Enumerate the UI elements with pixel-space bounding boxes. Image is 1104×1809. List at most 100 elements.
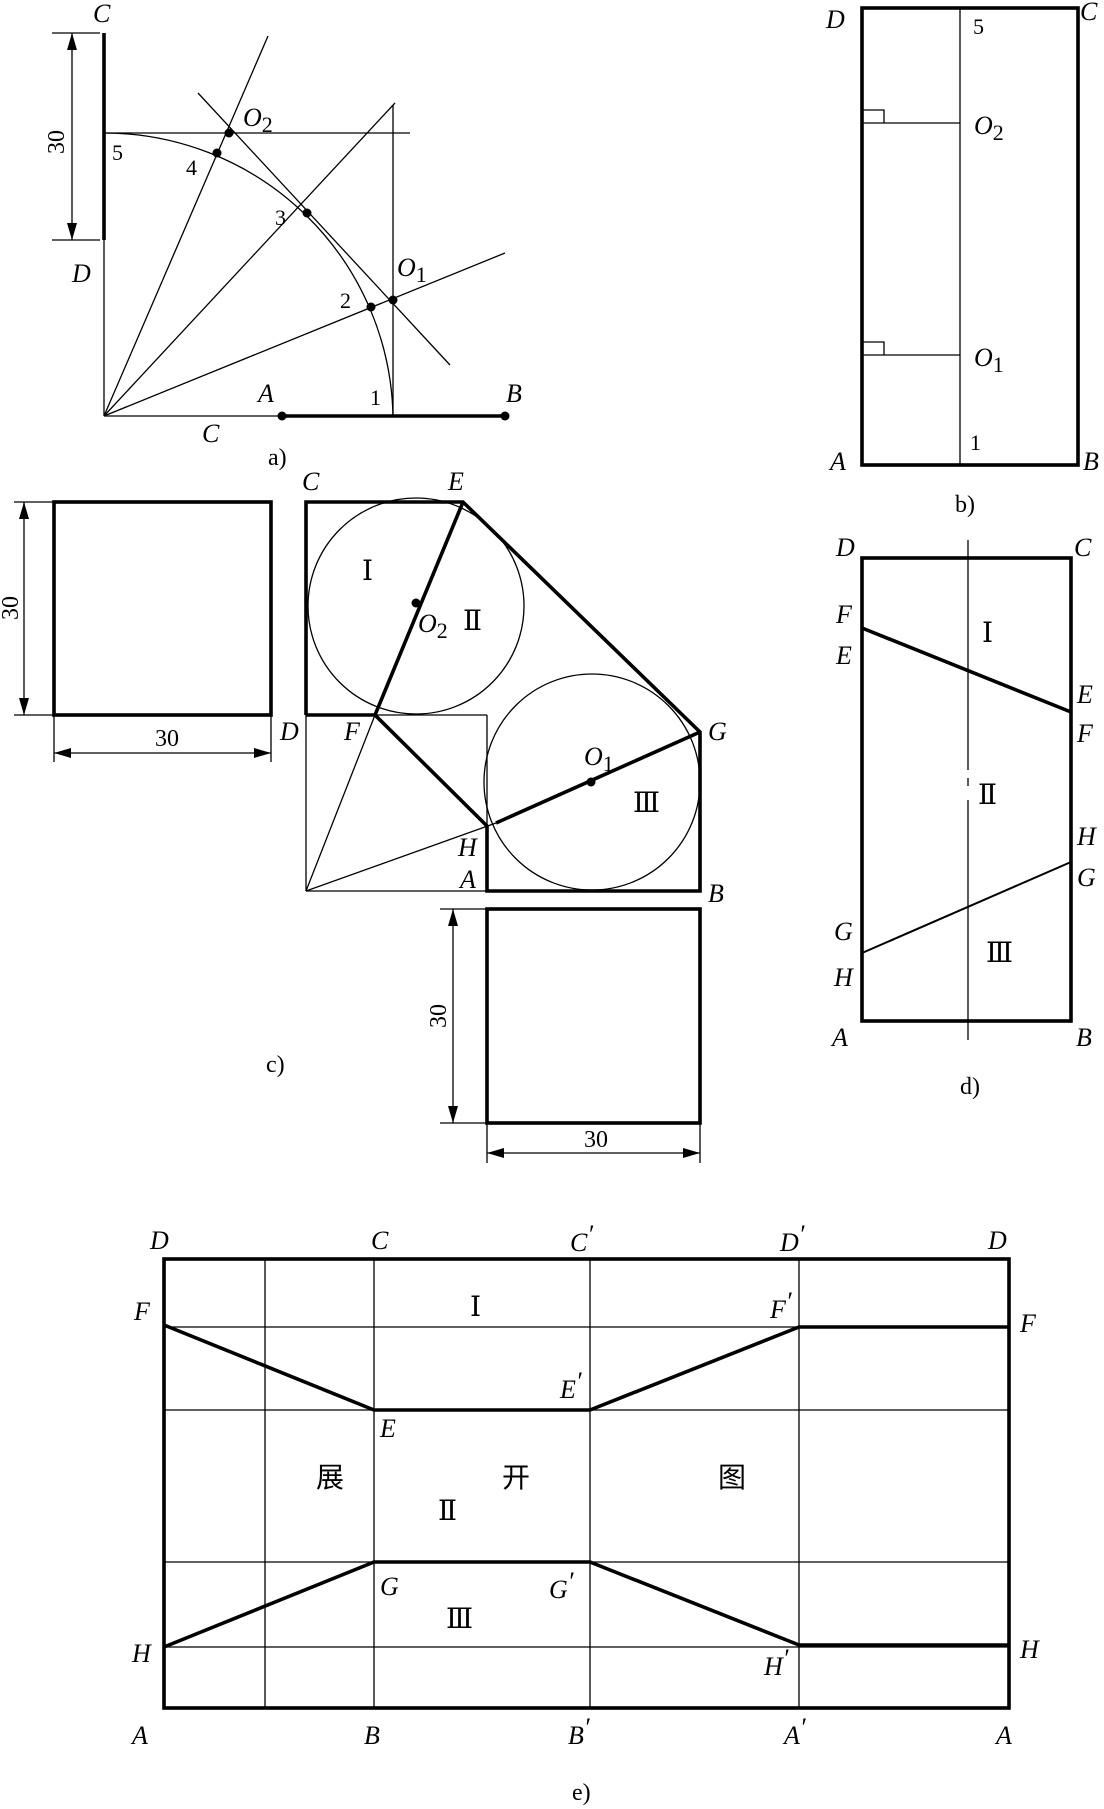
region-d-3: Ⅲ	[986, 938, 1013, 969]
label-c-c: C	[302, 467, 320, 496]
e-curve-top	[163, 1323, 1009, 1412]
label-d-d: D	[835, 533, 855, 562]
label-b-o1: O1	[974, 343, 1004, 377]
arrow-c-lv-bot	[19, 698, 29, 715]
label-o2: O2	[243, 103, 273, 137]
e-label-a2: A′	[782, 1713, 806, 1750]
label-d-e-left: E	[835, 641, 852, 670]
e-label-b1: B	[364, 1721, 380, 1750]
e-label-h-left: H	[131, 1639, 152, 1668]
e-label-g2: G′	[549, 1567, 574, 1604]
arrow-c-bh-l	[487, 1148, 504, 1158]
circle-o2	[307, 497, 525, 715]
e-curve-bottom	[163, 1560, 1009, 1649]
label-b-o2: O2	[974, 111, 1004, 145]
e-label-g: G	[380, 1572, 399, 1601]
label-b-5: 5	[973, 14, 984, 39]
label-c-top: C	[93, 0, 111, 28]
label-b-a: A	[828, 447, 846, 476]
arrow-c-lv-top	[19, 502, 29, 519]
e-text-zhan: 展	[316, 1461, 344, 1494]
label-c-d: D	[279, 717, 299, 746]
label-d-b: B	[1076, 1023, 1092, 1052]
arrow-c-lh-r	[254, 748, 271, 758]
e-region-2: Ⅱ	[438, 1496, 457, 1527]
dim-c-left-v-text: 30	[0, 596, 24, 620]
point-3	[302, 208, 312, 218]
region-c-2: Ⅱ	[463, 606, 482, 637]
point-b	[500, 411, 510, 421]
ray-o2	[103, 35, 269, 417]
line-ef	[373, 501, 465, 716]
arrow-c-bv-top	[448, 909, 458, 926]
ray-o1	[103, 252, 506, 417]
right-angle-o2	[862, 109, 885, 123]
label-c-a: A	[458, 865, 476, 894]
label-d-a: A	[830, 1023, 848, 1052]
label-c-f: F	[343, 717, 361, 746]
label-d-h-left: H	[833, 963, 854, 992]
ray-3	[103, 102, 396, 417]
label-b-d: D	[825, 5, 845, 34]
tangent-line	[197, 92, 451, 366]
e-label-f2: F′	[769, 1287, 792, 1324]
guide-ray-f	[305, 714, 376, 892]
label-a: A	[256, 379, 274, 408]
region-c-1: Ⅰ	[362, 556, 373, 587]
label-b: B	[506, 379, 522, 408]
label-c-o2: O2	[418, 609, 448, 643]
rect-b	[860, 6, 1080, 467]
dim-c-bottom-h-text: 30	[584, 1127, 608, 1153]
caption-c: c)	[266, 1052, 285, 1078]
line-d-gh-thick	[861, 861, 1072, 954]
panel-d: D C F E E F H G G H A B Ⅰ Ⅱ Ⅲ d)	[830, 533, 1097, 1100]
e-label-d1: D	[149, 1226, 169, 1255]
label-c-h: H	[457, 833, 478, 862]
dim-c-bottom-v-text: 30	[426, 1004, 452, 1028]
label-c-e: E	[447, 467, 464, 496]
arrow-down	[67, 223, 77, 240]
e-label-e2: E′	[559, 1367, 582, 1404]
label-d-f-right: F	[1076, 719, 1094, 748]
label-c-g: G	[708, 717, 727, 746]
e-region-1: Ⅰ	[470, 1292, 481, 1323]
label-b-b: B	[1083, 447, 1099, 476]
panel-a: 30 C D 5 4 3 2 1 O2 O1	[44, 0, 522, 471]
e-label-a1: A	[130, 1721, 148, 1750]
caption-b: b)	[955, 492, 975, 518]
right-angle-o1	[862, 341, 885, 355]
e-label-h2: H′	[763, 1644, 789, 1681]
panel-e: D C C′ D′ D A B B′ A′ A F H F H E E′ F′ …	[130, 1220, 1040, 1806]
e-label-c1: C	[371, 1226, 389, 1255]
e-label-d2: D′	[779, 1220, 805, 1257]
point-c-o1	[586, 777, 596, 787]
dim-a-text: 30	[44, 130, 70, 154]
region-c-3: Ⅲ	[633, 788, 660, 819]
outline-upper	[304, 500, 702, 893]
label-d-g-right: G	[1077, 863, 1096, 892]
point-c-o2	[411, 598, 421, 608]
label-3: 3	[275, 205, 286, 230]
label-c-o1: O1	[584, 742, 614, 776]
caption-d: d)	[960, 1074, 980, 1100]
label-c-b: B	[708, 879, 724, 908]
label-b-c: C	[1080, 0, 1098, 26]
rect-d	[860, 556, 1073, 1023]
label-c-bottom: C	[202, 419, 220, 448]
point-o1	[388, 295, 398, 305]
label-d-c: C	[1074, 533, 1092, 562]
region-d-1: Ⅰ	[982, 618, 993, 649]
label-d-g-left: G	[834, 917, 853, 946]
point-2	[366, 302, 376, 312]
arrow-up	[67, 33, 77, 50]
caption-a: a)	[268, 445, 287, 471]
label-d-h-right: H	[1076, 822, 1097, 851]
label-d-e-right: E	[1076, 680, 1093, 709]
e-label-d3: D	[987, 1226, 1007, 1255]
e-label-c2: C′	[570, 1220, 593, 1257]
label-1: 1	[370, 385, 381, 410]
point-4	[212, 148, 222, 158]
caption-e: e)	[572, 1780, 591, 1806]
point-a	[277, 411, 287, 421]
